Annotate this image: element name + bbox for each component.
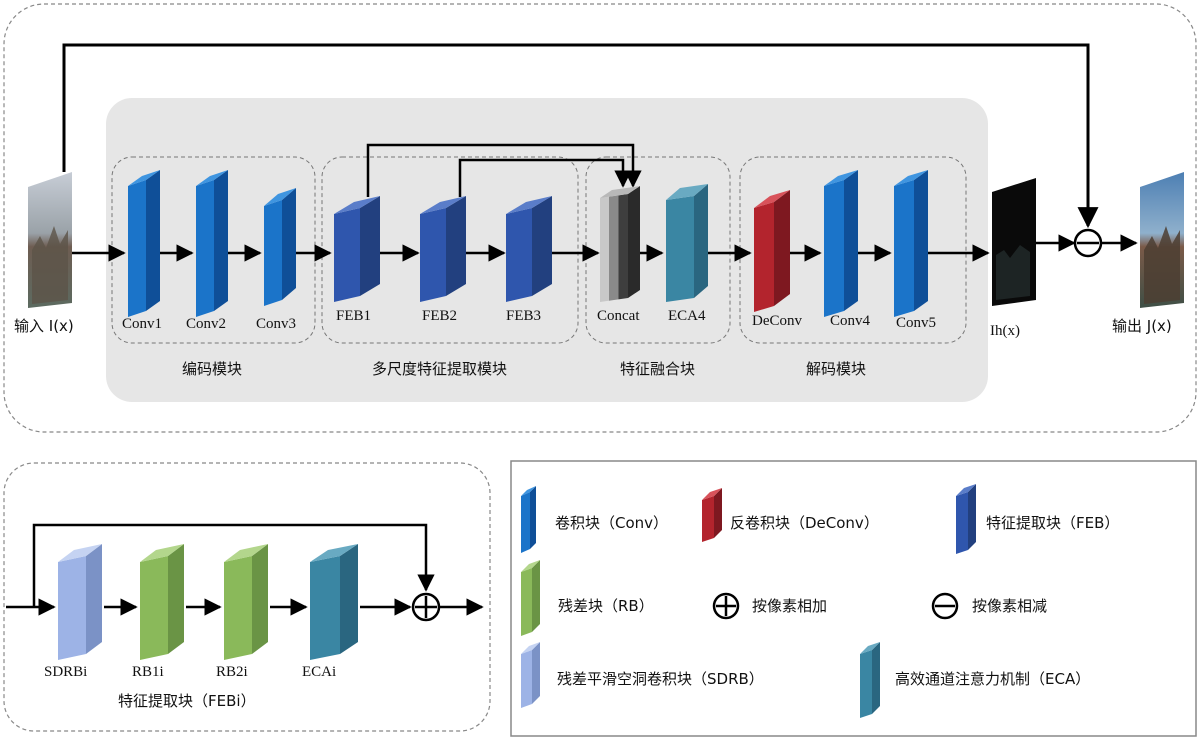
legend-subtract-icon — [931, 592, 959, 620]
eca4-block — [666, 184, 708, 302]
ih-image — [992, 178, 1036, 306]
feb1-to-concat-arrow — [366, 143, 642, 197]
main-chain-arrows — [72, 234, 1138, 262]
legend-feb-text: 特征提取块（FEB） — [986, 514, 1119, 532]
feb3-label: FEB3 — [506, 308, 541, 324]
rb1-label: RB1i — [132, 664, 164, 680]
feb1-block — [334, 196, 380, 302]
legend-add-icon — [712, 592, 740, 620]
decoder-group-box — [739, 156, 967, 344]
outer-dashed-frame — [3, 3, 1197, 433]
feb2-to-concat-arrow — [458, 158, 632, 197]
sdrb-block — [58, 544, 102, 660]
feb-detail-arrows — [6, 523, 484, 616]
pixel-add-symbol — [411, 592, 441, 622]
msfe-title: 多尺度特征提取模块 — [372, 360, 507, 378]
feb2-label: FEB2 — [422, 308, 457, 324]
feb1-label: FEB1 — [336, 308, 371, 324]
eca-i-label: ECAi — [302, 664, 336, 680]
concat-block — [600, 186, 640, 302]
global-skip-arrow — [62, 43, 1099, 229]
conv4-block — [824, 170, 858, 317]
fusion-title: 特征融合块 — [620, 360, 695, 378]
feb-detail-title: 特征提取块（FEBi） — [118, 692, 256, 710]
ih-label: Ih(x) — [990, 323, 1020, 339]
conv5-label: Conv5 — [896, 315, 936, 331]
output-image — [1140, 172, 1184, 308]
conv3-label: Conv3 — [256, 316, 296, 332]
conv4-label: Conv4 — [830, 313, 871, 329]
legend-conv-text: 卷积块（Conv） — [555, 514, 668, 532]
rb2-label: RB2i — [216, 664, 248, 680]
legend-deconv-icon — [702, 488, 722, 542]
rb1-block — [140, 544, 184, 660]
legend-eca-icon — [860, 642, 880, 718]
legend-rb-text: 残差块（RB） — [558, 597, 654, 615]
output-label: 输出 J(x) — [1112, 317, 1172, 335]
feb2-block — [420, 196, 466, 302]
legend-eca-text: 高效通道注意力机制（ECA） — [895, 670, 1090, 688]
rb2-block — [224, 544, 268, 660]
pixel-subtract-symbol — [1073, 228, 1103, 258]
eca-i-block — [310, 544, 358, 660]
legend-subtract-text: 按像素相减 — [972, 597, 1047, 615]
legend-sdrb-text: 残差平滑空洞卷积块（SDRB） — [557, 670, 764, 688]
eca4-label: ECA4 — [668, 308, 706, 324]
legend-deconv-text: 反卷积块（DeConv） — [730, 514, 879, 532]
concat-label: Concat — [597, 308, 640, 324]
feb-detail-frame — [3, 462, 491, 732]
input-label: 输入 I(x) — [14, 317, 74, 335]
legend-add-text: 按像素相加 — [752, 597, 827, 615]
encoder-title: 编码模块 — [182, 360, 242, 378]
conv5-block — [894, 170, 928, 317]
input-image — [28, 172, 72, 308]
sdrb-label: SDRBi — [44, 664, 87, 680]
legend-rb-icon — [521, 560, 540, 636]
conv3-block — [264, 188, 296, 306]
legend-sdrb-icon — [521, 642, 540, 708]
legend-feb-icon — [956, 484, 976, 554]
deconv-label: DeConv — [752, 313, 802, 329]
feb3-block — [506, 196, 552, 302]
conv2-block — [196, 170, 228, 317]
legend-frame — [510, 460, 1197, 737]
decoder-title: 解码模块 — [806, 360, 866, 378]
conv2-label: Conv2 — [186, 316, 226, 332]
conv1-label: Conv1 — [122, 316, 162, 332]
legend-conv-icon — [521, 486, 536, 553]
conv1-block — [128, 170, 160, 317]
deconv-block — [754, 190, 790, 312]
